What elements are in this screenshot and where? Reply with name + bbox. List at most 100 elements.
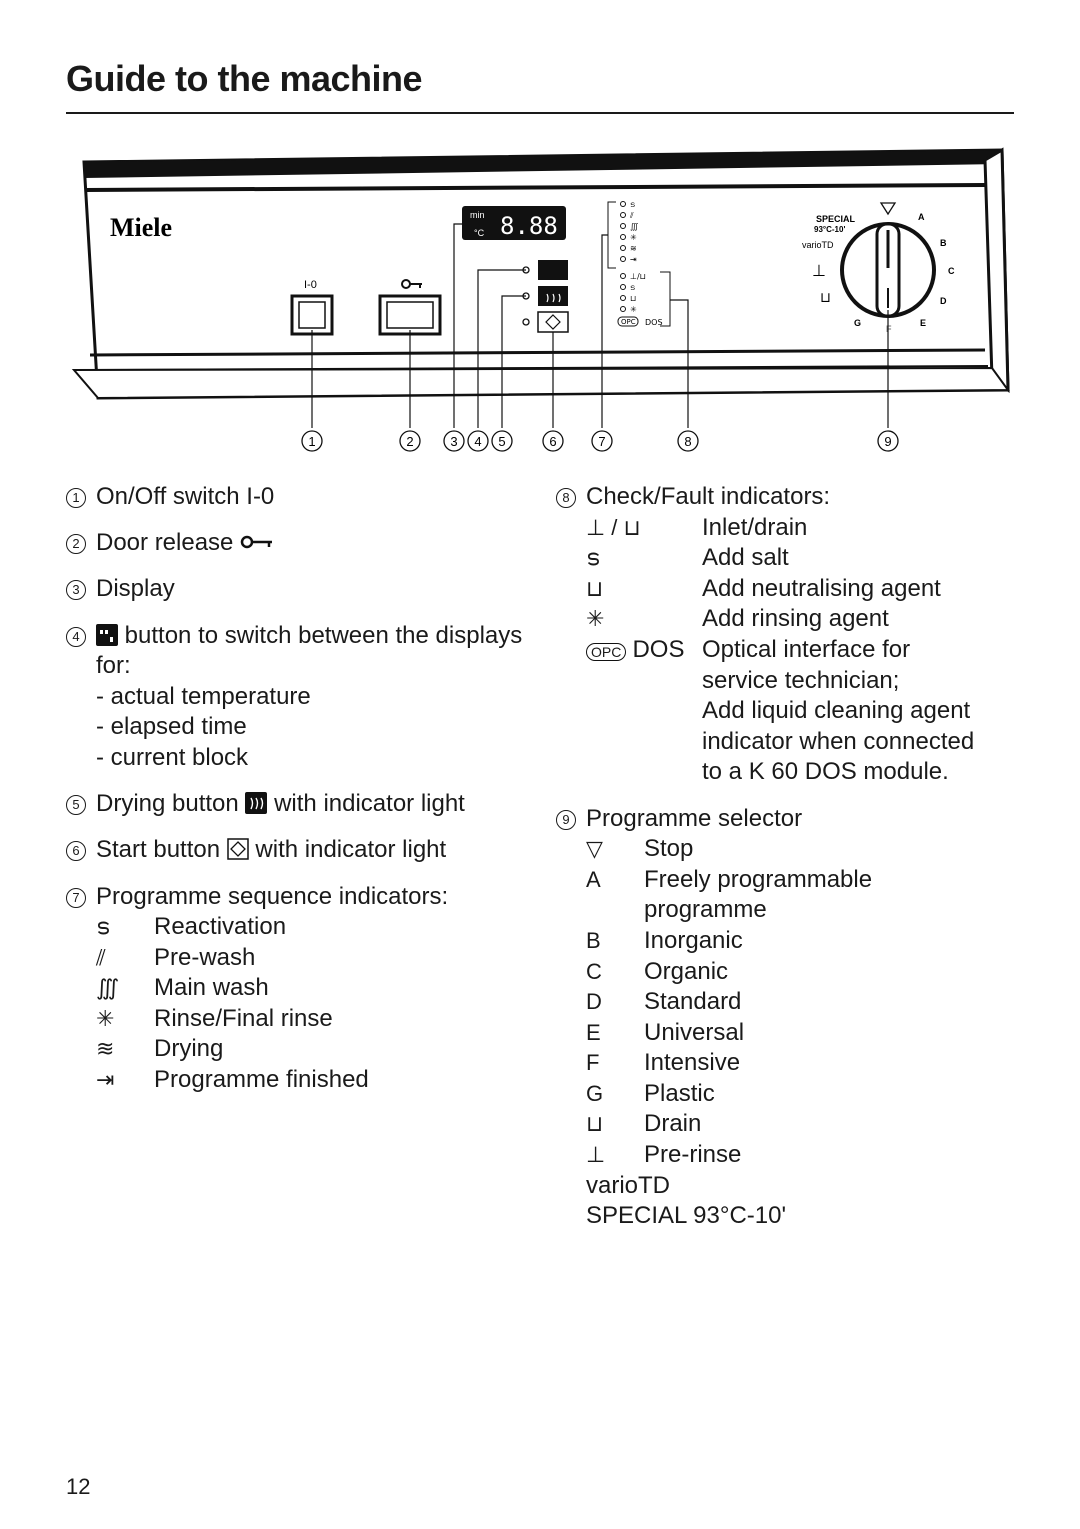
salt-icon: ട <box>586 545 599 571</box>
display <box>462 206 566 240</box>
legend-item-6: 6 Start button with indicator light <box>66 835 536 866</box>
svg-text:F: F <box>886 324 892 334</box>
dial-drain: ⊔Drain <box>586 1109 1016 1140</box>
dial-stop: ▽Stop <box>586 834 1016 865</box>
svg-text:D: D <box>940 296 947 306</box>
drying-icon: ≋ <box>96 1036 115 1062</box>
svg-text:OPC: OPC <box>621 318 636 326</box>
legend-item-4: 4 button to switch between the displays … <box>66 621 536 774</box>
callout-3: 3 <box>450 434 457 449</box>
title-rule <box>66 112 1014 114</box>
legend-item-3: 3 Display <box>66 574 536 605</box>
callout-6: 6 <box>549 434 556 449</box>
switch-label: I-0 <box>304 279 317 291</box>
neutralising-icon: ⊔ <box>586 575 604 601</box>
svg-text:varioTD: varioTD <box>802 240 834 250</box>
sequence-rinse: ✳Rinse/Final rinse <box>96 1004 536 1035</box>
svg-text:G: G <box>854 318 861 328</box>
drying-icon <box>245 792 268 815</box>
dial-prerinse: ⊥Pre-rinse <box>586 1140 1016 1171</box>
drain-icon: ⊔ <box>586 1111 604 1137</box>
svg-text:∭: ∭ <box>630 222 639 231</box>
mainwash-icon: ∭ <box>96 975 120 1001</box>
drying-button[interactable] <box>538 286 568 306</box>
callout-8: 8 <box>684 434 691 449</box>
drain-icon: ⊔ <box>820 289 831 305</box>
display-switch-icon <box>96 623 118 646</box>
rinse-icon: ✳ <box>96 1005 115 1031</box>
dial-special: SPECIAL 93°C-10' <box>586 1202 787 1230</box>
page-number: 12 <box>66 1474 91 1499</box>
svg-text:A: A <box>918 212 925 222</box>
sequence-prewash: ⫽Pre-wash <box>96 943 536 974</box>
callout-1: 1 <box>308 434 315 449</box>
prerinse-icon: ⊥ <box>586 1142 606 1168</box>
callout-7: 7 <box>598 434 605 449</box>
sequence-finished: ⇥Programme finished <box>96 1065 536 1096</box>
key-icon <box>401 279 422 289</box>
inlet-drain-icon: ⊥ / ⊔ <box>586 514 641 540</box>
reactivation-icon: ട <box>96 914 109 940</box>
svg-text:ട: ട <box>630 283 635 292</box>
sequence-indicators: ട ⫽ ∭ ✳ ≋ ⇥ <box>620 200 639 264</box>
svg-text:ട: ട <box>630 200 635 209</box>
prewash-icon: ⫽ <box>96 944 106 970</box>
svg-text:⇥: ⇥ <box>630 255 637 264</box>
callout-4: 4 <box>474 434 481 449</box>
svg-text:°C: °C <box>474 228 485 238</box>
legend-right: 8 Check/Fault indicators: ⊥ / ⊔Inlet/dra… <box>556 482 1016 1247</box>
programme-dial[interactable] <box>840 222 936 318</box>
fault-inlet-drain: ⊥ / ⊔Inlet/drain <box>586 513 1016 544</box>
prerinse-icon: ⊥ <box>812 263 826 280</box>
opc-icon: OPC DOS <box>586 635 702 668</box>
svg-text:✳: ✳ <box>630 233 637 242</box>
control-panel-illustration: Miele I-0 min °C 8.88 ട ⫽ ∭ ✳ ≋ ⇥ ⊥/⊔ ട … <box>71 147 1010 452</box>
display-digits: 8.88 <box>500 212 558 240</box>
svg-text:≋: ≋ <box>630 244 637 253</box>
svg-text:C: C <box>948 266 955 276</box>
brand-logo: Miele <box>110 213 172 242</box>
legend-left: 1 On/Off switch I-0 2 Door release 3 Dis… <box>66 482 536 1111</box>
callout-2: 2 <box>406 434 413 449</box>
rinsing-agent-icon: ✳ <box>586 606 605 632</box>
key-icon <box>240 535 273 549</box>
svg-text:⊥/⊔: ⊥/⊔ <box>630 272 646 281</box>
stop-icon <box>879 202 897 216</box>
svg-text:SPECIAL: SPECIAL <box>816 214 856 224</box>
svg-text:E: E <box>920 318 926 328</box>
finished-icon: ⇥ <box>96 1067 115 1093</box>
legend-item-1: 1 On/Off switch I-0 <box>66 482 536 513</box>
fault-neutralising: ⊔Add neutralising agent <box>586 574 1016 605</box>
svg-text:✳: ✳ <box>630 305 637 314</box>
svg-text:⊔: ⊔ <box>630 294 636 303</box>
start-icon <box>227 838 249 861</box>
legend-item-2: 2 Door release <box>66 528 536 559</box>
legend-item-5: 5 Drying button with indicator light <box>66 789 536 820</box>
sequence-mainwash: ∭Main wash <box>96 973 536 1004</box>
fault-rinsing-agent: ✳Add rinsing agent <box>586 604 1016 635</box>
svg-text:DOS: DOS <box>645 318 663 327</box>
dial-variotd: varioTD <box>586 1171 671 1199</box>
page-title: Guide to the machine <box>66 58 423 99</box>
stop-icon: ▽ <box>586 836 603 862</box>
display-switch-button[interactable] <box>538 260 568 280</box>
svg-text:B: B <box>940 238 947 248</box>
callout-9: 9 <box>884 434 891 449</box>
svg-text:⫽: ⫽ <box>629 211 634 220</box>
dial-a-cont: programme <box>644 896 767 924</box>
legend-item-8: 8 Check/Fault indicators: ⊥ / ⊔Inlet/dra… <box>556 482 1016 788</box>
fault-opc-dos: OPC DOS Optical interface for service te… <box>586 635 1016 788</box>
callout-5: 5 <box>498 434 505 449</box>
svg-text:min: min <box>470 210 485 220</box>
fault-indicators: ⊥/⊔ ട ⊔ ✳ OPC DOS <box>617 272 663 327</box>
